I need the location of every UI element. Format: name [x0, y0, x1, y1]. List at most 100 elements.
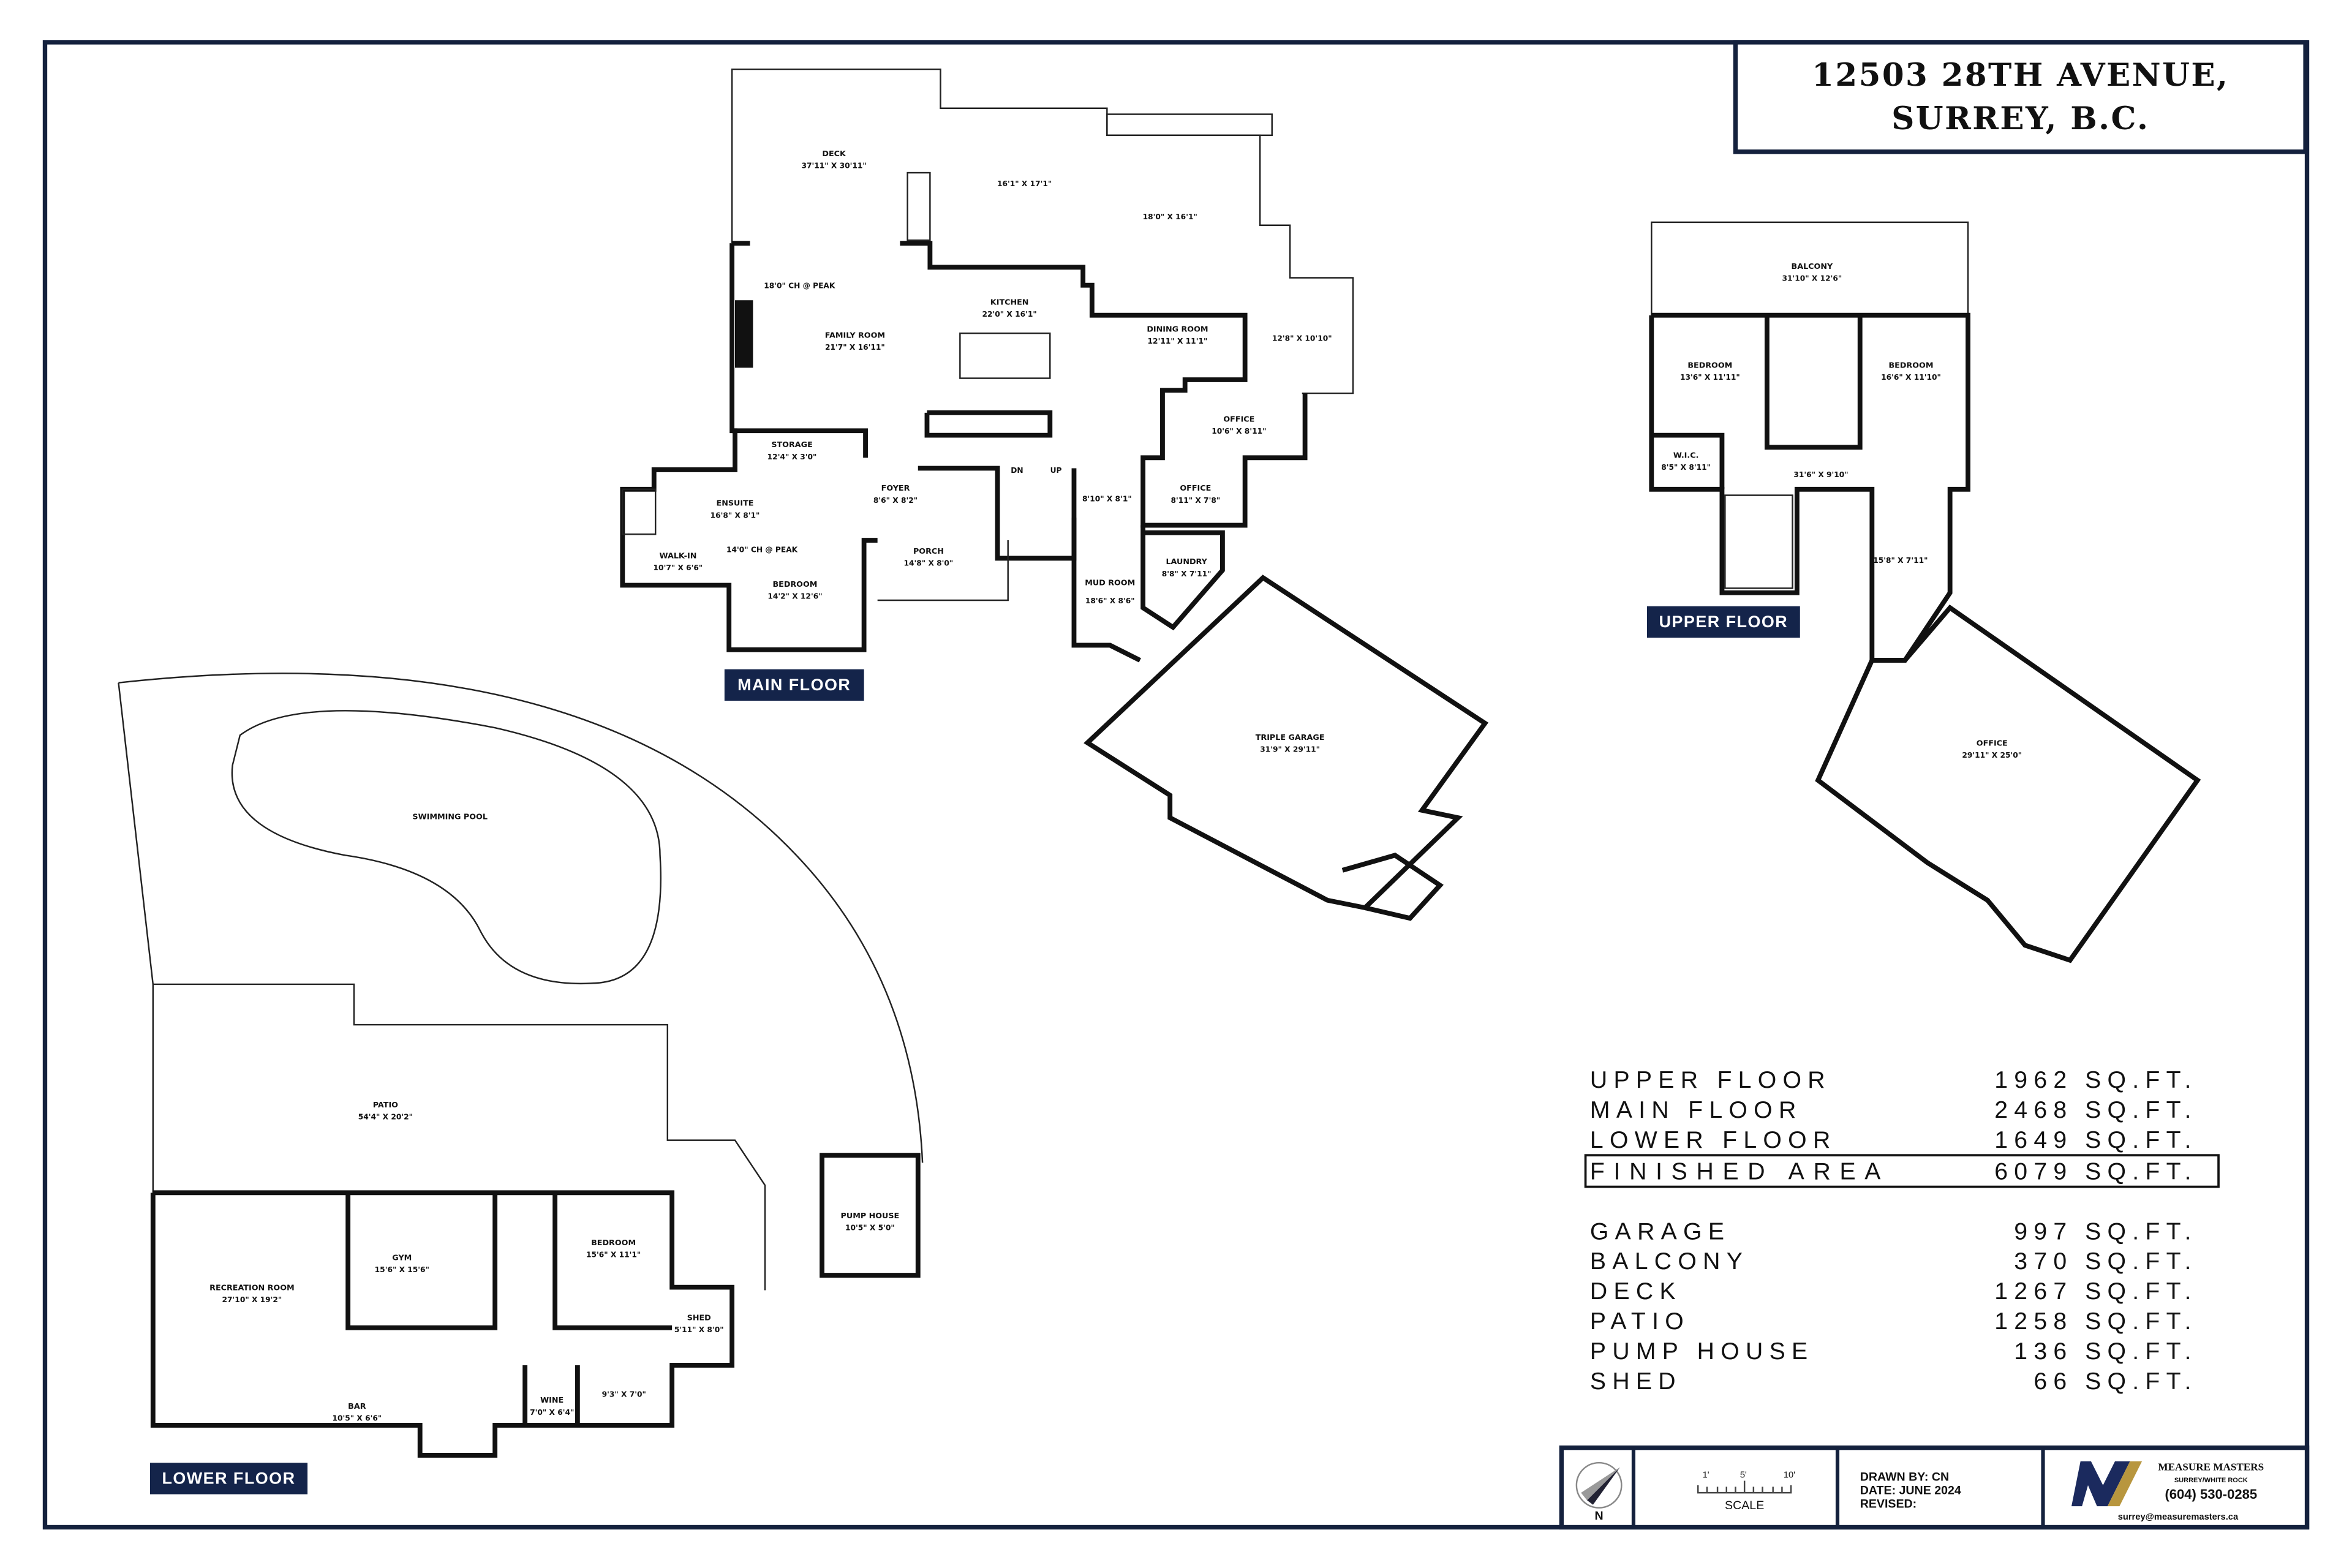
triple-garage-outline — [1084, 575, 1489, 911]
room-name: MUD ROOM — [1085, 579, 1135, 588]
area-row: MAIN FLOOR 2468 SQ.FT. — [1590, 1097, 2198, 1123]
area-value: 1267 — [1994, 1278, 2073, 1305]
main-floor-labels: DECK 37'11" X 30'11" 16'1" X 17'1" 18'0"… — [654, 149, 1332, 753]
main-floor-tag: MAIN FLOOR — [724, 669, 864, 701]
room-dims: 8'5" X 8'11" — [1661, 463, 1711, 472]
room-name: BAR — [348, 1402, 366, 1411]
revised: REVISED: — [1860, 1498, 1917, 1511]
drawn-by: DRAWN BY: CN — [1860, 1471, 1949, 1484]
area-unit: SQ.FT. — [2085, 1218, 2198, 1245]
company-name: MEASURE MASTERS — [2158, 1461, 2264, 1472]
room-dims: 14'2" X 12'6" — [767, 592, 822, 601]
company-phone[interactable]: (604) 530-0285 — [2165, 1487, 2257, 1502]
area-label: PUMP HOUSE — [1590, 1338, 1814, 1365]
scale-tick: 5' — [1740, 1471, 1747, 1480]
scale-label: SCALE — [1725, 1499, 1764, 1512]
room-dims: 18'0" X 16'1" — [1143, 213, 1197, 221]
area-unit: SQ.FT. — [2085, 1158, 2198, 1185]
room-dims: 16'6" X 11'10" — [1881, 373, 1941, 382]
upper-floor-plan: BALCONY 31'10" X 12'6" BEDROOM 13'6" X 1… — [1646, 221, 2201, 963]
area-label: DECK — [1590, 1278, 1682, 1305]
area-value: 136 — [2014, 1338, 2073, 1365]
room-dims: 10'5" X 6'6" — [332, 1414, 382, 1423]
room-name: SWIMMING POOL — [412, 813, 488, 822]
ceiling-note: 14'0" CH @ PEAK — [726, 546, 798, 554]
area-label: MAIN FLOOR — [1590, 1097, 1803, 1123]
company-sub: SURREY/WHITE ROCK — [2174, 1477, 2248, 1484]
title-block: 12503 28TH AVENUE, SURREY, B.C. — [1733, 40, 2308, 154]
area-unit: SQ.FT. — [2085, 1067, 2198, 1093]
area-label: BALCONY — [1590, 1248, 1749, 1275]
area-value: 2468 — [1994, 1097, 2073, 1123]
area-unit: SQ.FT. — [2085, 1248, 2198, 1275]
room-dims: 15'6" X 11'1" — [586, 1251, 641, 1259]
north-label: N — [1595, 1509, 1604, 1523]
room-name: PUMP HOUSE — [841, 1212, 900, 1221]
upper-stairs — [1724, 494, 1793, 589]
sheet-border — [42, 40, 2310, 1530]
address-line-1: 12503 28TH AVENUE, — [1812, 57, 2229, 94]
footer-title-block: N 1' 5' 10' SCALE DRAWN BY: CN DATE: JUN… — [1559, 1446, 2310, 1530]
upper-floor-label: UPPER FLOOR — [1659, 612, 1789, 631]
room-dims: 10'5" X 5'0" — [845, 1224, 895, 1232]
room-name: SHED — [687, 1314, 711, 1323]
room-name: BEDROOM — [591, 1238, 636, 1248]
stair-dn: DN — [1011, 466, 1023, 475]
room-name: BEDROOM — [1888, 361, 1933, 370]
ceiling-note: 18'0" CH @ PEAK — [764, 282, 835, 290]
area-unit: SQ.FT. — [2085, 1097, 2198, 1123]
lower-floor-plan: SWIMMING POOL PATIO 54'4" X 20'2" RECREA… — [118, 673, 924, 1494]
room-dims: 15'8" X 7'11" — [1873, 556, 1928, 565]
area-row: GARAGE 997 SQ.FT. — [1590, 1218, 2198, 1245]
area-label: SHED — [1590, 1368, 1682, 1395]
area-value: 1649 — [1994, 1127, 2073, 1153]
room-name: W.I.C. — [1673, 451, 1699, 460]
address-line-2: SURREY, B.C. — [1891, 100, 2149, 137]
room-dims: 18'6" X 8'6" — [1085, 597, 1135, 605]
room-dims: 12'8" X 10'10" — [1272, 334, 1332, 342]
room-dims: 31'6" X 9'10" — [1793, 470, 1848, 479]
room-dims: 9'3" X 7'0" — [602, 1390, 646, 1398]
area-summary-table: UPPER FLOOR 1962 SQ.FT. MAIN FLOOR 2468 … — [1584, 1067, 2220, 1395]
room-dims: 8'6" X 8'2" — [873, 496, 918, 505]
room-name: LAUNDRY — [1166, 557, 1207, 567]
room-name: KITCHEN — [990, 298, 1029, 307]
room-name: DECK — [822, 149, 846, 159]
room-dims: 14'8" X 8'0" — [904, 559, 954, 568]
room-dims: 31'9" X 29'11" — [1260, 745, 1320, 753]
room-name: RECREATION ROOM — [209, 1284, 295, 1293]
upper-floor-tag: UPPER FLOOR — [1646, 606, 1800, 638]
area-value: 66 — [2034, 1368, 2073, 1395]
room-name: DINING ROOM — [1147, 325, 1208, 334]
room-dims: 15'6" X 15'6" — [375, 1265, 429, 1274]
company-email[interactable]: surrey@measuremasters.ca — [2118, 1512, 2239, 1522]
room-dims: 27'10" X 19'2" — [222, 1295, 282, 1304]
area-label: PATIO — [1590, 1308, 1690, 1335]
north-arrow-icon — [1575, 1461, 1623, 1509]
area-unit: SQ.FT. — [2085, 1278, 2198, 1305]
pool-deck-outline — [118, 673, 924, 1163]
pump-house-outline — [820, 1153, 921, 1278]
room-name: BEDROOM — [1687, 361, 1732, 370]
room-name: FAMILY ROOM — [825, 331, 885, 340]
area-unit: SQ.FT. — [2085, 1308, 2198, 1335]
area-row: PUMP HOUSE 136 SQ.FT. — [1590, 1338, 2191, 1365]
room-dims: 54'4" X 20'2" — [358, 1112, 413, 1121]
drawing-date: DATE: JUNE 2024 — [1860, 1484, 1961, 1498]
scale-tick: 1' — [1703, 1471, 1709, 1480]
room-dims: 8'8" X 7'11" — [1162, 570, 1212, 578]
room-name: BEDROOM — [772, 580, 817, 589]
room-name: ENSUITE — [717, 499, 754, 508]
main-floor-plan: DECK 37'11" X 30'11" 16'1" X 17'1" 18'0"… — [620, 68, 1489, 921]
room-dims: 16'8" X 8'1" — [710, 511, 760, 519]
area-unit: SQ.FT. — [2085, 1127, 2198, 1153]
stair-up: UP — [1050, 466, 1062, 475]
room-name: PORCH — [913, 547, 944, 556]
room-dims: 8'11" X 7'8" — [1170, 496, 1220, 505]
room-dims: 12'4" X 3'0" — [767, 453, 817, 461]
upper-office-outline — [1815, 605, 2201, 963]
scale-tick: 10' — [1784, 1471, 1795, 1480]
area-value: 1962 — [1994, 1067, 2073, 1093]
room-name: WINE — [540, 1396, 564, 1405]
